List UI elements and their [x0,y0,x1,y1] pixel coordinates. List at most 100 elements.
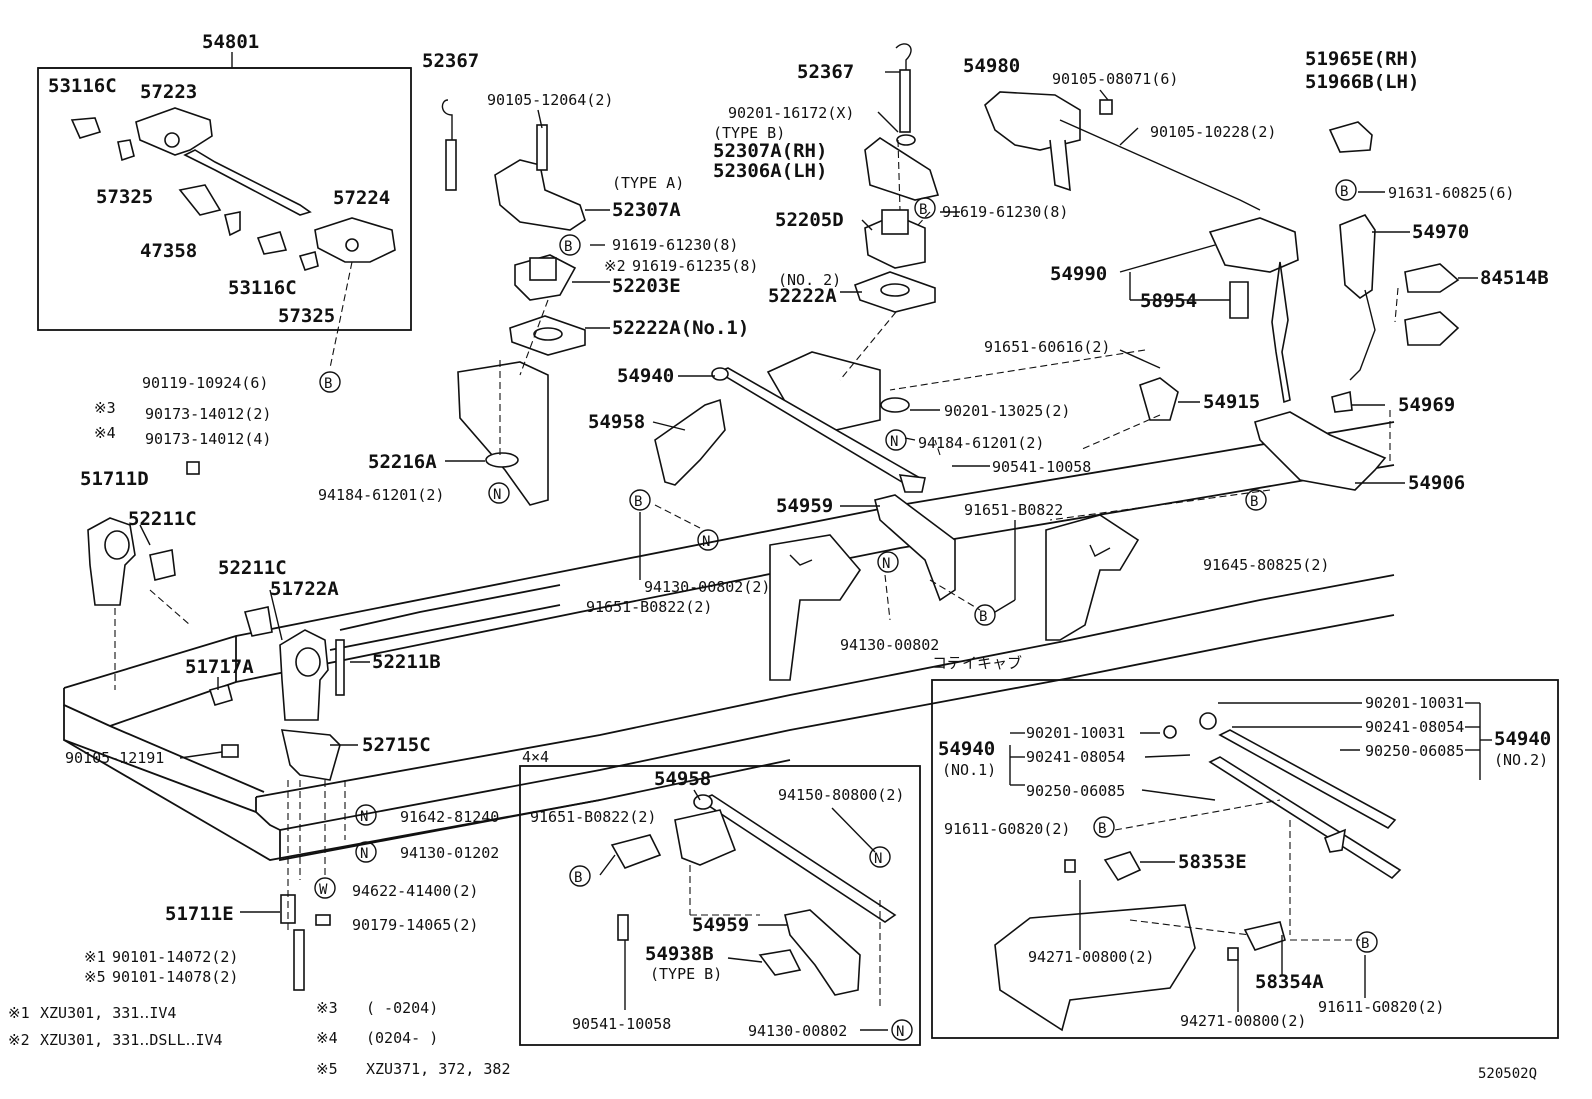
lever-54990 [1208,217,1299,404]
label: 54958 [588,411,645,433]
label: 57223 [140,81,197,103]
clip-54915 [1139,377,1179,421]
nut-90173 [186,461,200,475]
label: コテイキャブ [932,654,1022,672]
callout-b: B [319,371,341,393]
footnote-text: XZU301, 331‥DSLL‥IV4 [40,1031,223,1049]
label: 90105-08071(6) [1052,70,1178,88]
stabilizer-bar-inset [70,107,396,369]
label: 90201-16172(X) [728,104,854,122]
label: 90541-10058 [572,1015,671,1033]
label: 94130-01202 [400,844,499,862]
callout-symbols: B B B B B B B B B B N N N N N N N N W [314,179,1378,1041]
label: 52205D [775,209,844,231]
label: 94271-00800(2) [1180,1012,1306,1030]
callout-b: B [559,234,581,256]
svg-text:N: N [874,851,882,867]
label: 54959 [692,914,749,936]
label: 54940 [617,365,674,387]
label: 91651-B0822 [964,501,1063,519]
label: 90201-13025(2) [944,402,1070,420]
svg-text:N: N [493,487,501,503]
label: 57325 [278,305,335,327]
mount-51722a [208,606,345,721]
label: 94130-00802 [748,1022,847,1040]
label: 90105-12191 [65,749,164,767]
footnote-mark: ※5 [316,1060,338,1078]
svg-text:N: N [882,556,890,572]
label: 90201-10031 [1026,724,1125,742]
label: 94130-00802 [840,636,939,654]
label: 90250-06085 [1026,782,1125,800]
label: 51966B(LH) [1305,71,1419,93]
svg-text:B: B [1098,821,1106,837]
callout-n: N [488,482,510,504]
part-labels: 54801 53116C 57223 57325 47358 57224 531… [48,31,1551,1082]
label: 51711D [80,468,149,490]
label: 90119-10924(6) [142,374,268,392]
footnote-mark: ※1 [8,1004,30,1022]
label: 54970 [1412,221,1469,243]
label: 52211C [218,557,287,579]
inset-box-4x4 [519,765,921,1046]
bolt-90101-14072 [293,929,305,991]
label: 90541-10058 [992,458,1091,476]
label: ※4 [94,424,116,442]
label: 58354A [1255,971,1324,993]
label: 90101-14072(2) [112,948,238,966]
callout-w: W [314,877,336,899]
label: 90241-08054 [1365,718,1464,736]
chassis-frame [63,351,1395,862]
label: (TYPE B) [713,124,785,142]
svg-text:B: B [1361,936,1369,952]
label: ※3 [94,399,116,417]
label: 53116C [228,277,297,299]
footnote-text: (0204- ) [366,1029,438,1047]
callout-b: B [1335,179,1357,201]
label: 94184-61201(2) [318,486,444,504]
svg-text:N: N [890,434,898,450]
label: 94271-00800(2) [1028,948,1154,966]
callout-n: N [891,1019,913,1041]
svg-text:B: B [634,494,642,510]
hook-52367-right [895,43,916,146]
label: 90173-14012(2) [145,405,271,423]
label: 54969 [1398,394,1455,416]
leader-lines [114,71,1492,1031]
label: 91611-G0820(2) [944,820,1070,838]
label: 52307A(RH) [713,140,827,162]
label: 51965E(RH) [1305,48,1419,70]
label: 52222A(No.1) [612,317,749,339]
label: 51722A [270,578,339,600]
label: 94184-61201(2) [918,434,1044,452]
label: 58954 [1140,290,1197,312]
label: 91642-81240 [400,808,499,826]
label: 90179-14065(2) [352,916,478,934]
svg-text:N: N [360,809,368,825]
label: 54915 [1203,391,1260,413]
callout-n: N [877,551,899,573]
svg-text:B: B [1340,184,1348,200]
label: 54959 [776,495,833,517]
label: 54938B [645,943,714,965]
footnote-mark: ※2 [8,1031,30,1049]
callout-b: B [974,604,996,626]
label: 54980 [963,55,1020,77]
washer-90201-13025 [880,397,910,413]
label: 54940 [1494,728,1551,750]
label: 54958 [654,768,711,790]
callout-b: B [1093,816,1115,838]
label: 90105-12064(2) [487,91,613,109]
label: (NO.1) [942,761,996,779]
label: 57224 [333,187,390,209]
label: 52307A [612,199,681,221]
label: 91619-61230(8) [942,203,1068,221]
footnote-text: XZU371, 372, 382 [366,1060,511,1078]
label: 91611-G0820(2) [1318,998,1444,1016]
cab-mount-type-a [494,124,586,356]
label: 58353E [1178,851,1247,873]
label: 52211B [372,651,441,673]
label: 57325 [96,186,153,208]
svg-text:W: W [319,882,328,898]
